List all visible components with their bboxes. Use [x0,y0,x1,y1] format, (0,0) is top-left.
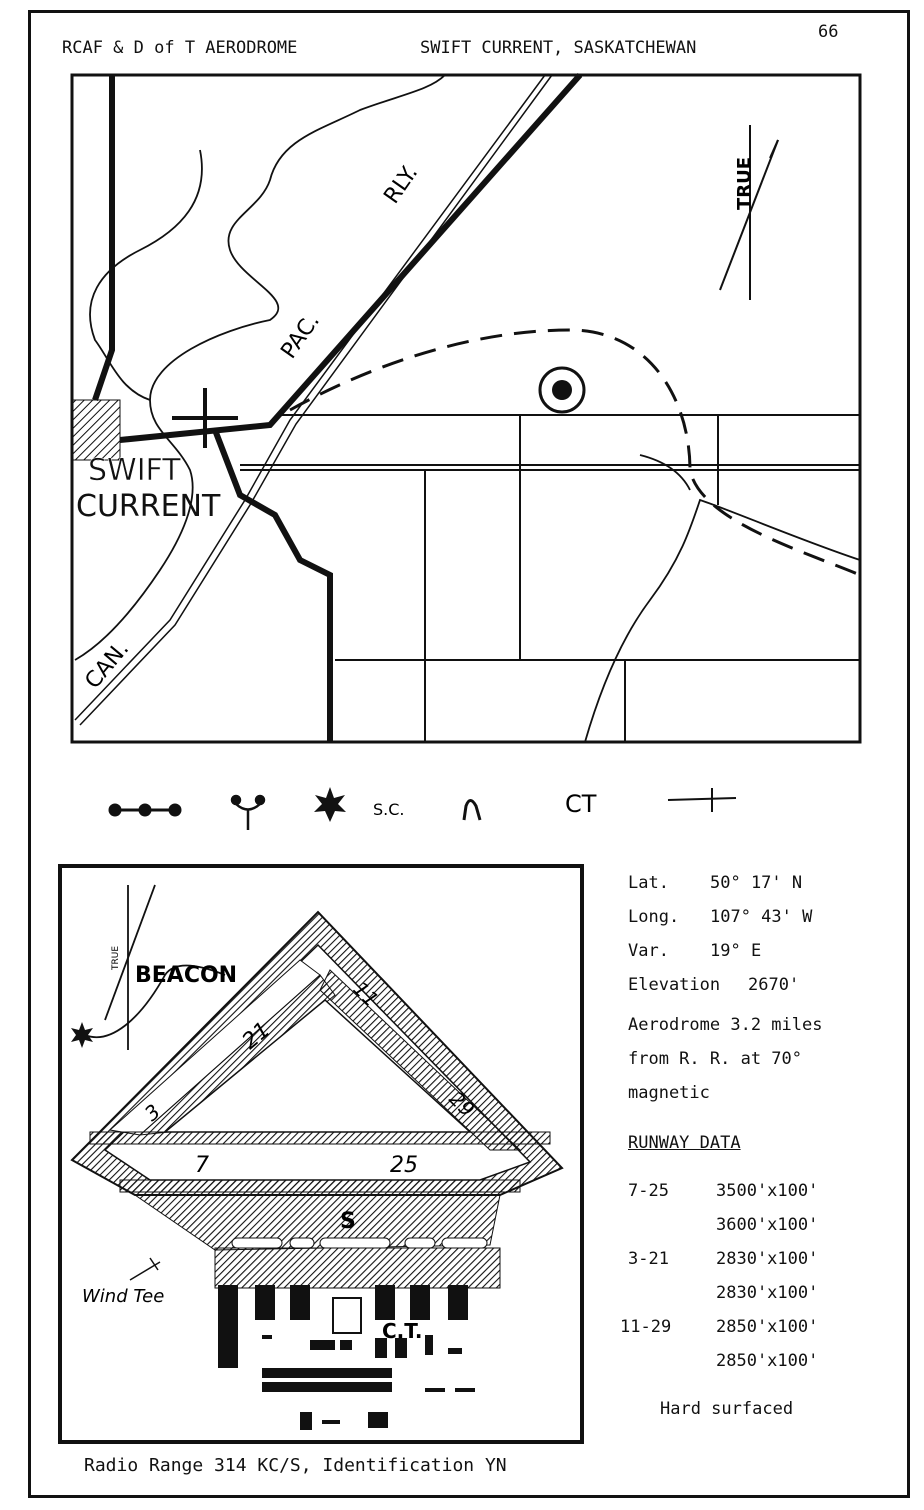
section-roads [240,414,860,742]
cross-icon [667,788,737,812]
railway-label-pac: PAC. [276,309,325,363]
railway [74,74,553,726]
runway-7-label: 7 [195,1153,209,1178]
runway-length: 3500'x100' [716,1181,819,1201]
town-label-1: SWIFT [88,453,181,488]
runway-length: 2850'x100' [716,1317,819,1337]
runway-designation: 7-25 [628,1181,669,1201]
elevation-value: 2670' [748,975,800,995]
railway-label-rly: RLY. [379,161,423,209]
runway-length: 2830'x100' [716,1283,819,1303]
elevation-label: Elevation [628,975,721,995]
legend-symbols [108,787,737,830]
town-label-2: CURRENT [76,489,221,524]
beacon-label: BEACON [135,963,237,988]
area-map: SWIFT CURRENT CAN. PAC. RLY. TRUE S.C. C… [70,73,862,830]
long-label: Long. [628,907,680,927]
runway-data-heading: RUNWAY DATA [628,1133,741,1153]
inset-north-arrow-icon [84,884,226,1050]
radio-mast-icon [230,794,266,830]
s-label: S [340,1209,356,1234]
runway-length: 2850'x100' [716,1351,819,1371]
beacon-star-icon [71,1022,93,1048]
distance-line-1: Aerodrome 3.2 miles [628,1015,823,1035]
var-label: Var. [628,941,669,961]
header-left-title: RCAF & D of T AERODROME [62,38,298,58]
ct-label: C.T. [382,1319,422,1343]
highway [92,73,583,742]
runway-length: 3600'x100' [716,1215,819,1235]
town-built-up-area [71,399,121,461]
aerodrome-plan: TRUE BEACON 21 11 3 29 7 25 S Wind Tee C… [58,864,584,1444]
header-right-title: SWIFT CURRENT, SASKATCHEWAN [420,38,697,58]
long-value: 107° 43' W [710,907,813,927]
var-value: 19° E [710,941,762,961]
arch-hangar-icon [462,799,482,821]
radio-range-icon [172,388,238,448]
lat-value: 50° 17' N [710,873,803,893]
true-label: TRUE [734,157,755,210]
page-number: 66 [818,22,839,42]
aerodrome-symbol-icon [538,366,586,414]
legend-sc-label: S.C. [373,800,405,819]
surface-text: Hard surfaced [660,1399,794,1419]
river [74,74,861,743]
runway-designation: 3-21 [628,1249,669,1269]
range-station-icon [108,803,182,817]
runway-25-label: 25 [390,1153,418,1178]
distance-line-3: magnetic [628,1083,710,1103]
runway-length: 2830'x100' [716,1249,819,1269]
buildings [218,1285,475,1430]
page-border [28,10,910,1498]
range-leg [289,328,861,577]
inset-true-label: TRUE [111,946,121,971]
distance-line-2: from R. R. at 70° [628,1049,802,1069]
radio-range-caption: Radio Range 314 KC/S, Identification YN [84,1455,507,1476]
north-arrow-icon [719,125,779,300]
lat-label: Lat. [628,873,669,893]
runway-designation: 11-29 [620,1317,672,1337]
wind-tee-icon [129,1257,161,1281]
star-beacon-icon [314,787,346,822]
control-tower-icon [332,1297,362,1334]
wind-tee-label: Wind Tee [82,1286,164,1307]
aerodrome-info: Lat.50° 17' N Long.107° 43' W Var.19° E … [620,866,823,1426]
legend-ct-label: CT [565,790,597,818]
